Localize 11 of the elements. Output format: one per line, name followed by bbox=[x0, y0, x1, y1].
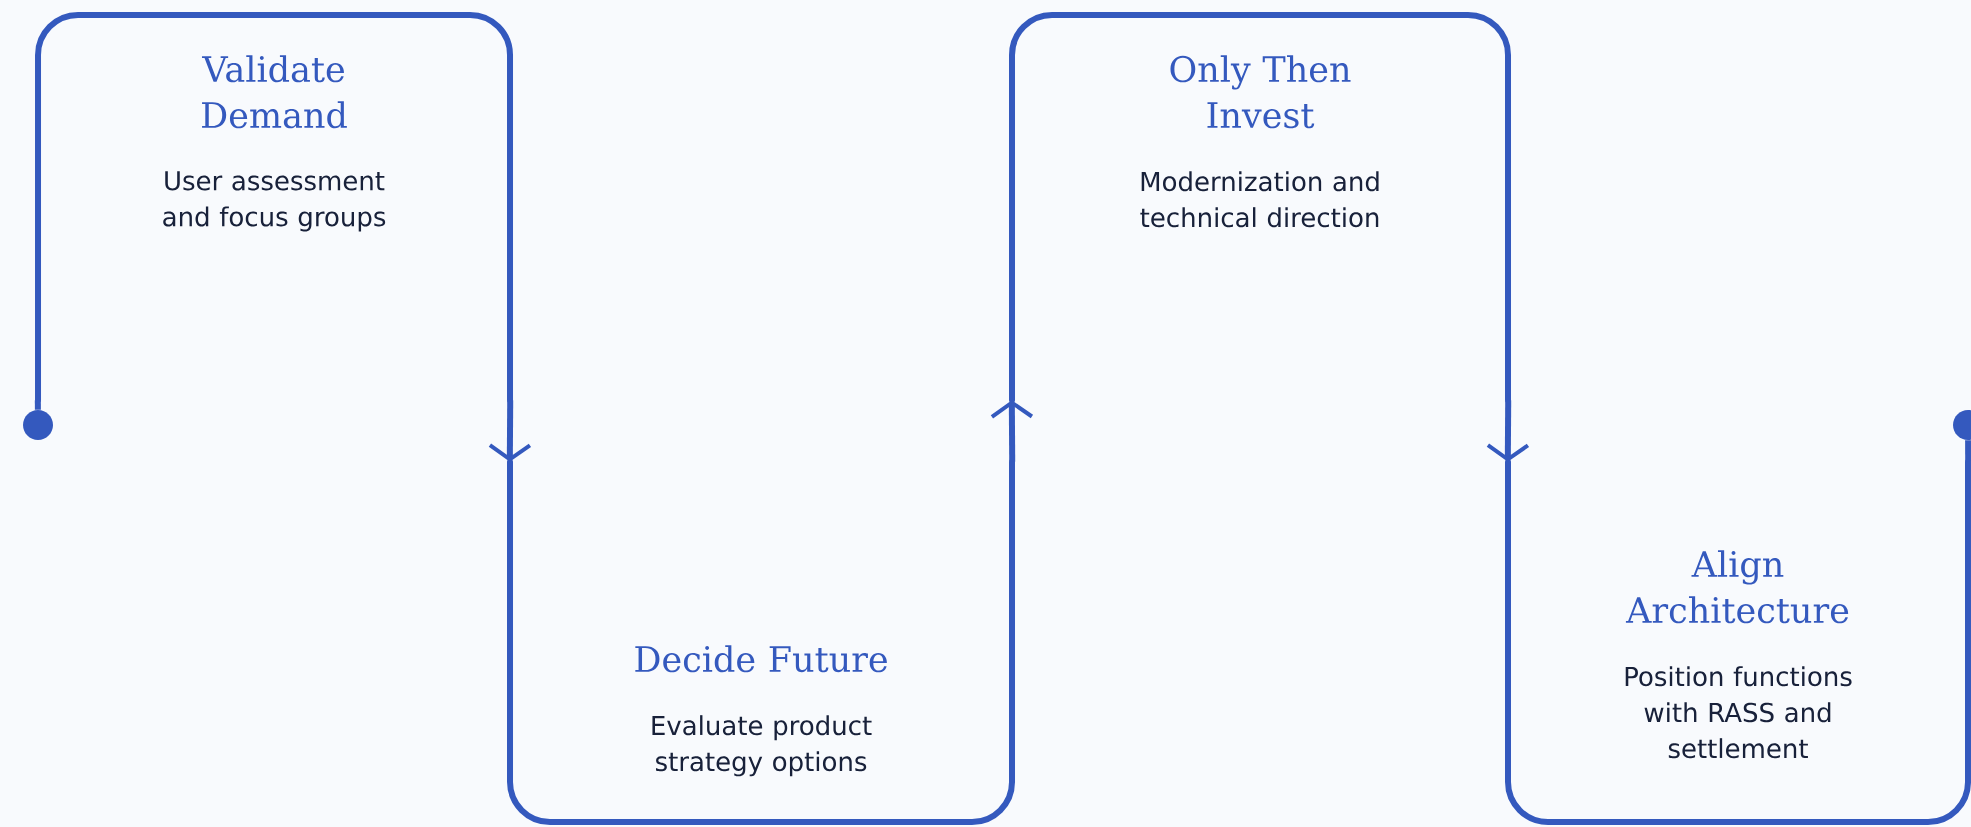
step-description: Position functions with RASS and settlement bbox=[1625, 666, 1852, 759]
step-heading: Align Architecture bbox=[1625, 550, 1849, 624]
connector-line bbox=[34, 400, 41, 410]
step-description: Modernization and technical direction bbox=[1140, 171, 1379, 228]
connector-line bbox=[1965, 440, 1971, 462]
step-description: Evaluate product strategy options bbox=[652, 715, 872, 777]
step-heading: Only Then Invest bbox=[1170, 55, 1351, 129]
step-heading: Validate Demand bbox=[202, 55, 347, 129]
step-heading: Decide Future bbox=[635, 645, 887, 673]
dot bbox=[23, 410, 53, 440]
step-description: User assessment and focus groups bbox=[163, 171, 386, 232]
